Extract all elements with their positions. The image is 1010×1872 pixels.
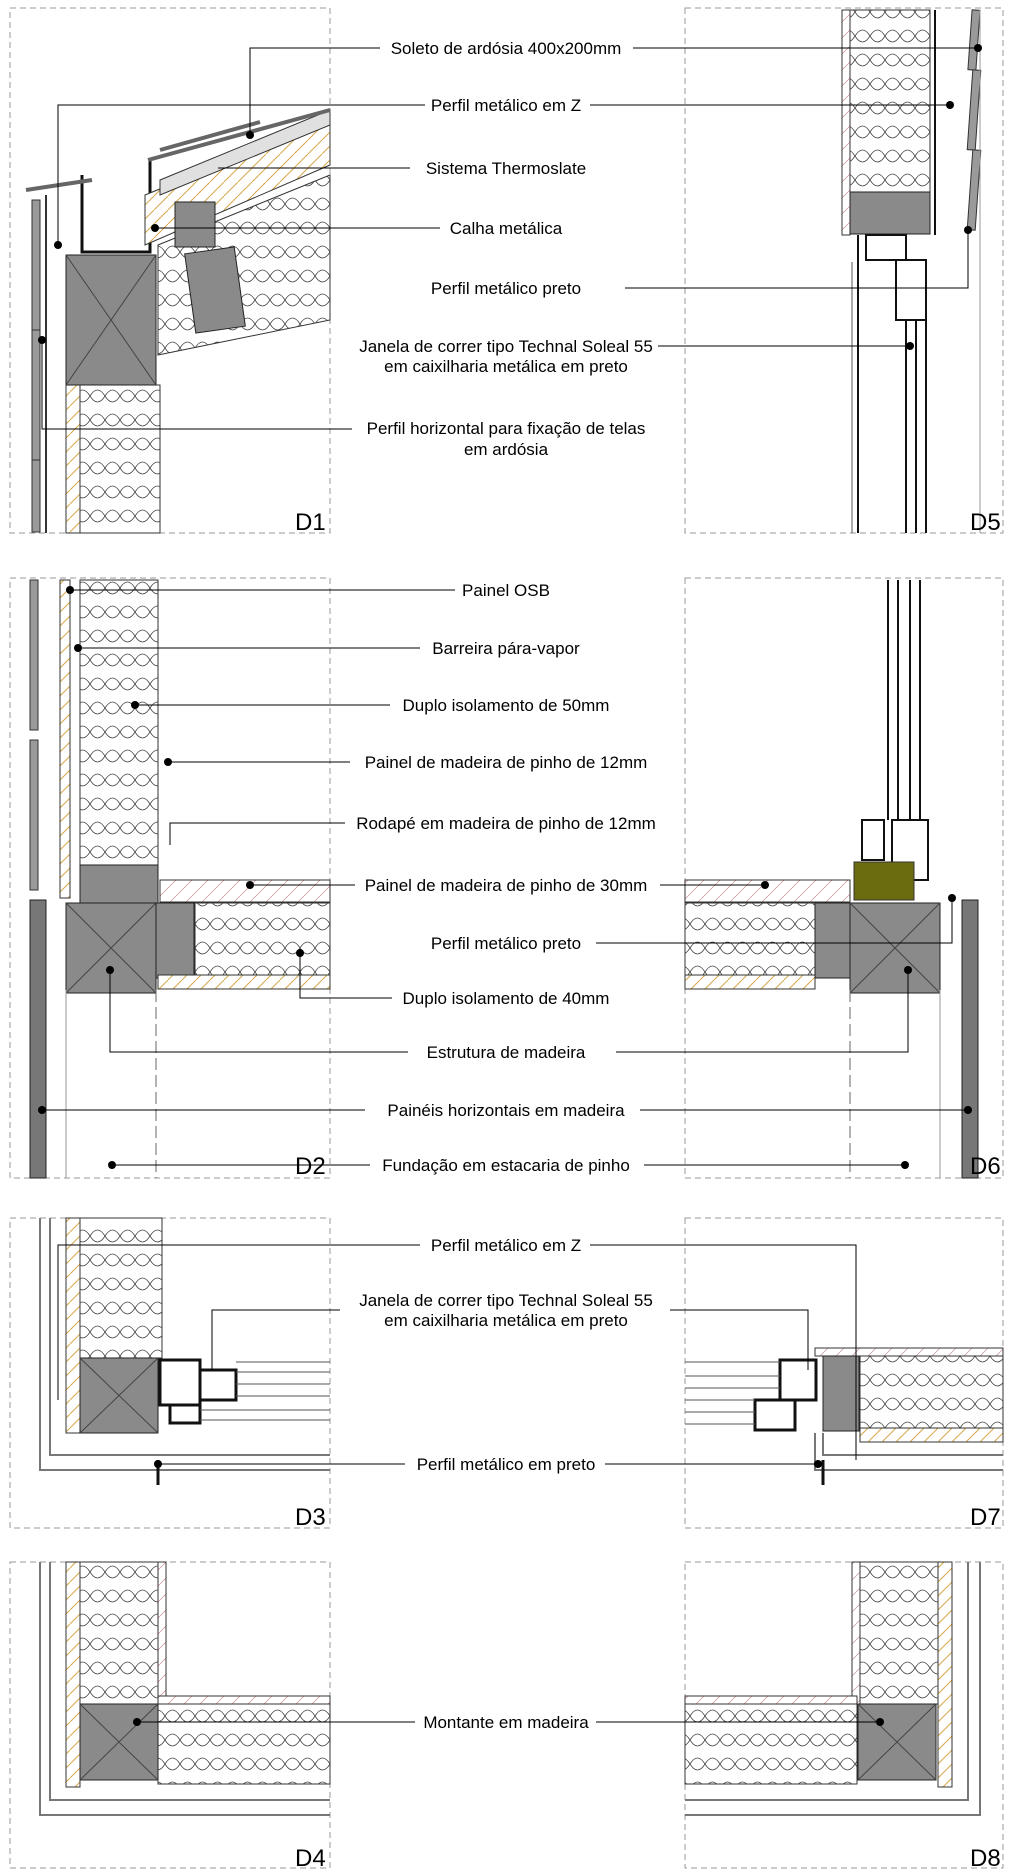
label-painel-12: Painel de madeira de pinho de 12mm: [365, 753, 648, 772]
label-painel-osb: Painel OSB: [462, 581, 550, 600]
label-perfil-horizontal-2: em ardósia: [464, 440, 549, 459]
label-painel-30: Painel de madeira de pinho de 30mm: [365, 876, 648, 895]
label-janela-top-2: em caixilharia metálica em preto: [384, 357, 628, 376]
label-duplo-50: Duplo isolamento de 50mm: [403, 696, 610, 715]
detail-tag-d2: D2: [295, 1153, 326, 1180]
label-barreira: Barreira pára-vapor: [432, 639, 580, 658]
detail-tag-d8: D8: [970, 1845, 1001, 1872]
leader-dots: [38, 44, 982, 1726]
label-estrutura: Estrutura de madeira: [427, 1043, 586, 1062]
label-perfil-z-top: Perfil metálico em Z: [431, 96, 581, 115]
label-janela-bottom-1: Janela de correr tipo Technal Soleal 55: [359, 1291, 653, 1310]
detail-d7-drawing: [685, 1347, 1004, 1485]
label-perfil-z-bottom: Perfil metálico em Z: [431, 1236, 581, 1255]
detail-d4-drawing: [39, 1561, 331, 1816]
label-perfil-metalico-em-preto: Perfil metálico em preto: [417, 1455, 596, 1474]
label-duplo-40: Duplo isolamento de 40mm: [403, 989, 610, 1008]
detail-d5-drawing: [841, 9, 982, 533]
detail-tag-d3: D3: [295, 1504, 326, 1531]
detail-d6-drawing: [684, 580, 979, 1179]
label-thermoslate: Sistema Thermoslate: [426, 159, 586, 178]
label-calha: Calha metálica: [450, 219, 563, 238]
label-janela-bottom-2: em caixilharia metálica em preto: [384, 1311, 628, 1330]
detail-tag-d6: D6: [970, 1153, 1001, 1180]
detail-d8-drawing: [684, 1561, 981, 1816]
detail-tag-d4: D4: [295, 1845, 326, 1872]
detail-d3-drawing: [39, 1217, 330, 1485]
label-montante: Montante em madeira: [423, 1713, 589, 1732]
detail-tag-d7: D7: [970, 1504, 1001, 1531]
label-paineis-horizontais: Painéis horizontais em madeira: [387, 1101, 625, 1120]
label-perfil-preto-mid: Perfil metálico preto: [431, 934, 581, 953]
annotation-labels: Soleto de ardósia 400x200mm Perfil metál…: [356, 39, 656, 1732]
label-janela-top-1: Janela de correr tipo Technal Soleal 55: [359, 337, 653, 356]
label-perfil-horizontal-1: Perfil horizontal para fixação de telas: [367, 419, 646, 438]
detail-tags: D1 D5 D2 D6 D3 D7 D4 D8: [295, 509, 1001, 1872]
label-rodape: Rodapé em madeira de pinho de 12mm: [356, 814, 656, 833]
label-soleto: Soleto de ardósia 400x200mm: [391, 39, 622, 58]
label-perfil-preto-top: Perfil metálico preto: [431, 279, 581, 298]
leader-lines: [41, 47, 978, 1723]
detail-tag-d1: D1: [295, 509, 326, 536]
detail-d1-drawing: [25, 108, 331, 534]
detail-tag-d5: D5: [970, 509, 1001, 536]
label-fundacao: Fundação em estacaria de pinho: [382, 1156, 630, 1175]
detail-d2-drawing: [29, 579, 331, 1179]
